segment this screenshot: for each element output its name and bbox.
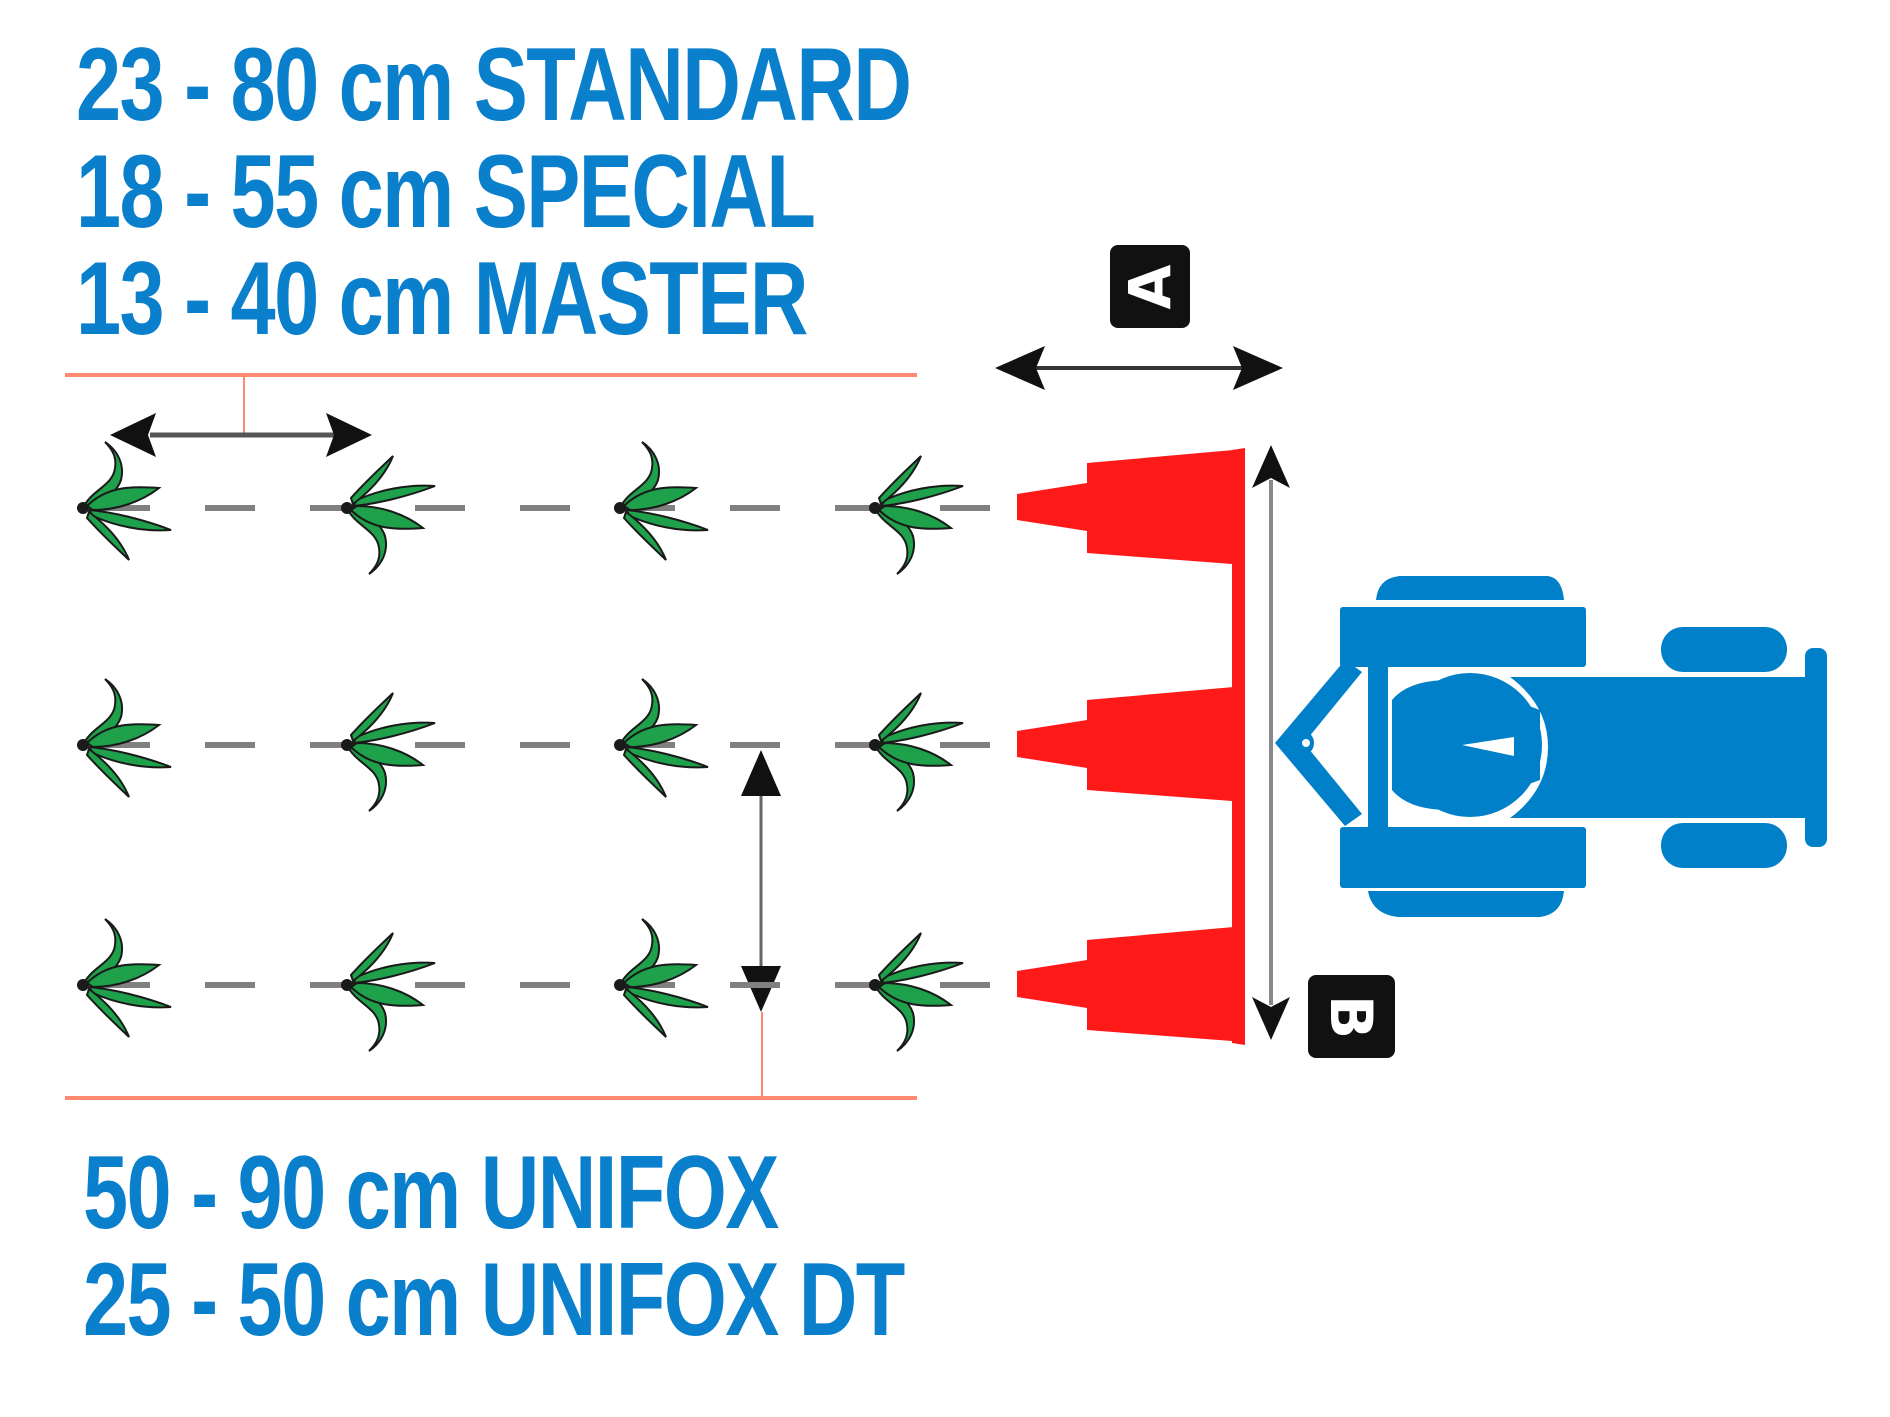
range-label-special: 18 - 55 cm SPECIAL (76, 134, 816, 250)
hoe-element (1017, 449, 1245, 565)
arrowhead-down-icon (741, 966, 781, 1012)
front-wheel-bottom (1661, 823, 1787, 868)
crop-plant-icon (341, 693, 435, 811)
plant-spacing-arrow (110, 413, 372, 457)
rear-wheel-top (1376, 576, 1564, 600)
front-wheel-top (1661, 627, 1787, 672)
arrowhead-up-icon (741, 750, 781, 796)
crop-plant-icon (613, 918, 709, 1038)
arrowhead-up-icon (1252, 445, 1290, 488)
badge-b (1308, 975, 1395, 1058)
crop-plant-icon (869, 456, 963, 574)
crop-plant-icon (341, 456, 435, 574)
crop-plant-icon (76, 918, 172, 1038)
crop-plant-icon (76, 678, 172, 798)
front-bumper (1805, 648, 1827, 847)
rear-fender-top (1340, 607, 1586, 667)
arrowhead-left-icon (995, 346, 1045, 390)
tractor-icon (1275, 576, 1827, 917)
arrowhead-left-icon (110, 413, 156, 457)
row-spacing-arrow (741, 750, 781, 1012)
crop-plant-icon (613, 441, 709, 561)
crop-plant-icon (613, 678, 709, 798)
dimension-a: A (995, 245, 1283, 390)
hoe-element (1017, 686, 1245, 802)
dimension-b: B (1252, 445, 1395, 1058)
arrowhead-right-icon (1233, 346, 1283, 390)
rear-wheel-bottom (1368, 891, 1564, 917)
range-label-master: 13 - 40 cm MASTER (76, 241, 808, 357)
range-label-standard: 23 - 80 cm STANDARD (76, 27, 912, 143)
rear-fender-bottom (1340, 827, 1586, 888)
badge-a-label: A (1116, 264, 1184, 309)
arrowhead-right-icon (326, 413, 372, 457)
hoe-unit-icon (1017, 448, 1245, 1045)
hood (1510, 677, 1805, 818)
range-label-unifox-dt: 25 - 50 cm UNIFOX DT (83, 1242, 905, 1358)
hoe-element (1017, 926, 1245, 1042)
crop-plant-icon (76, 441, 172, 561)
tractor-frame-left (1368, 660, 1388, 830)
arrowhead-down-icon (1252, 997, 1290, 1040)
range-label-unifox: 50 - 90 cm UNIFOX (83, 1135, 779, 1251)
badge-a (1110, 245, 1190, 328)
crop-plant-icon (869, 933, 963, 1051)
badge-b-label: B (1317, 995, 1385, 1039)
crop-plant-icon (341, 933, 435, 1051)
crop-plant-icon (869, 693, 963, 811)
